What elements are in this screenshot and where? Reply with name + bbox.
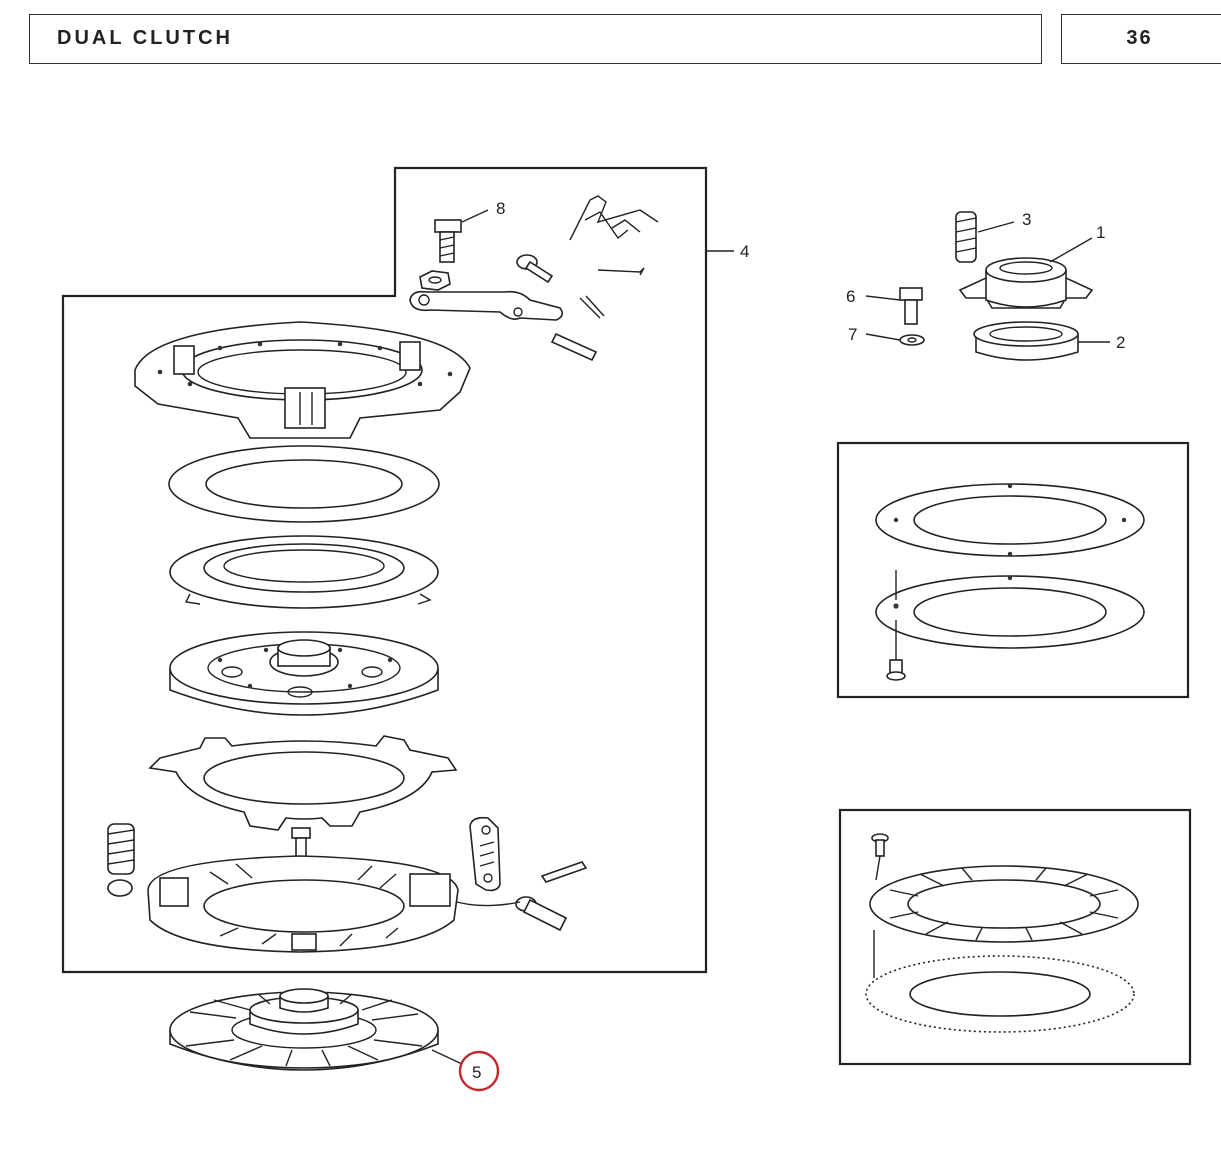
callout-6: 6 [846, 287, 855, 306]
release-lever [409, 290, 564, 321]
washer-7 [865, 333, 925, 346]
release-bearing-2 [973, 321, 1110, 361]
pivot-bolt [449, 896, 568, 932]
pin-bolt [516, 254, 554, 284]
callout-8: 8 [496, 199, 505, 218]
title-bar: DUAL CLUTCH [29, 14, 1042, 64]
spring-clip [569, 195, 659, 241]
facing-rivet [871, 833, 889, 857]
cotter-pin-lower [540, 861, 588, 883]
clutch-cover [134, 321, 471, 439]
bolt-6 [865, 287, 923, 325]
inset-plate-upper [875, 483, 1145, 557]
friction-facing-upper [869, 865, 1139, 943]
release-spring-3 [955, 211, 1015, 263]
friction-facing-lower [865, 955, 1135, 1033]
coil-springs [107, 823, 135, 897]
clevis-pin [550, 332, 598, 362]
intermediate-plate [169, 535, 439, 609]
page-number-box: 36 [1061, 14, 1221, 64]
inset-plates-box [836, 441, 1190, 699]
inset-plate-lower [875, 575, 1145, 649]
pto-clutch-disc [169, 631, 439, 716]
page-number: 36 [1126, 27, 1153, 49]
back-plate [147, 855, 459, 953]
page-title: DUAL CLUTCH [57, 27, 233, 49]
pressure-ring [168, 445, 440, 523]
callout-4: 4 [740, 242, 749, 261]
callout-2: 2 [1116, 333, 1125, 352]
bolt-8 [434, 209, 489, 263]
callout-5: 5 [472, 1063, 481, 1082]
callout-7: 7 [848, 325, 857, 344]
nut [419, 270, 451, 291]
cotter-pin-mid [579, 295, 605, 319]
toggle-link [469, 816, 501, 892]
main-clutch-disc-5 [169, 988, 463, 1071]
callout-3: 3 [1022, 210, 1031, 229]
inset-facings-box [838, 808, 1192, 1066]
release-bearing-carrier-1 [958, 237, 1094, 309]
cotter-pin-top [597, 267, 645, 276]
highlight-circle [458, 1050, 500, 1092]
lower-pressure-plate [148, 735, 458, 831]
callout-1: 1 [1096, 223, 1105, 242]
assembly-4-outline [61, 166, 708, 974]
rivet [886, 659, 906, 681]
